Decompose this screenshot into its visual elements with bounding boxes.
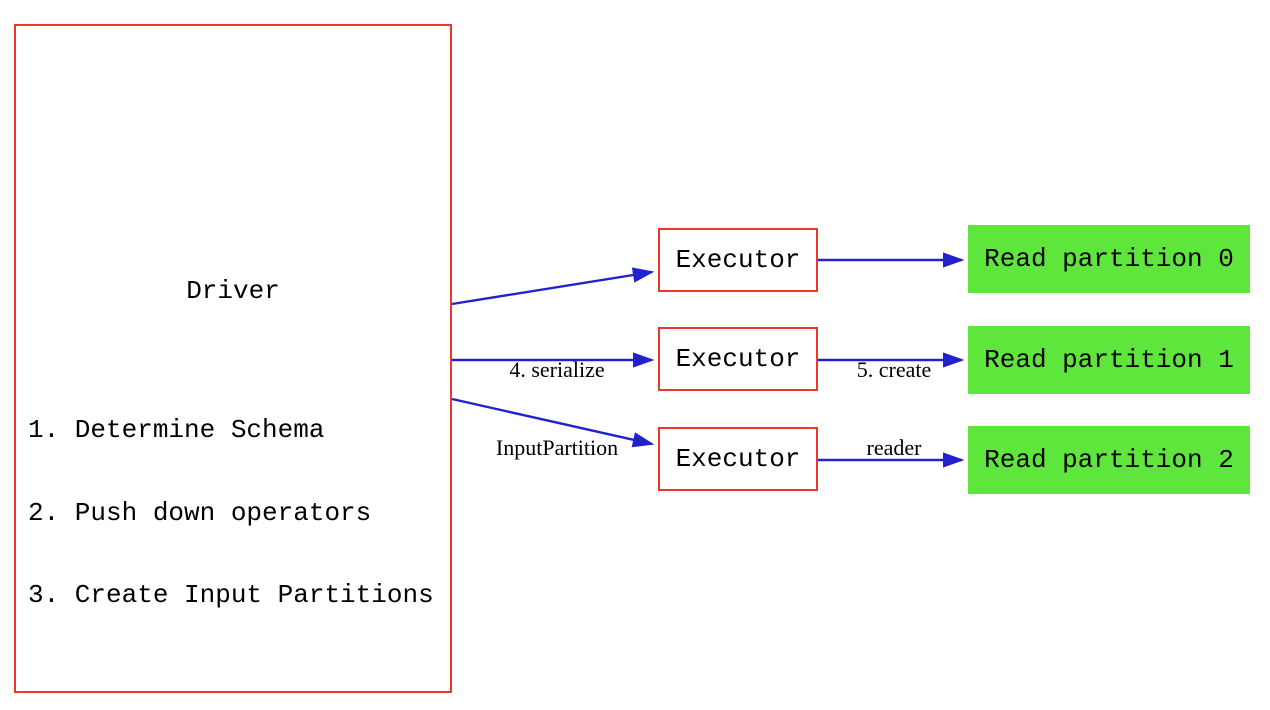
driver-steps: 1. Determine Schema 2. Push down operato… xyxy=(28,362,434,665)
edge-label-reader-line1: 5. create xyxy=(856,357,932,382)
driver-step-2: 2. Push down operators xyxy=(28,497,372,528)
executor-label: Executor xyxy=(675,444,801,474)
edge-label-serialize-line1: 4. serialize xyxy=(509,357,605,382)
read-partition-label: Read partition 1 xyxy=(984,345,1234,375)
driver-title: Driver xyxy=(186,276,280,306)
executor-label: Executor xyxy=(675,344,801,374)
executor-box-1: Executor xyxy=(658,327,818,391)
read-partition-label: Read partition 0 xyxy=(984,244,1234,274)
executor-box-2: Executor xyxy=(658,427,818,491)
read-partition-box-1: Read partition 1 xyxy=(968,326,1250,394)
edge-label-reader-line2: reader xyxy=(866,435,922,460)
read-partition-box-2: Read partition 2 xyxy=(968,426,1250,494)
arrow-driver-to-executor-0 xyxy=(451,267,655,306)
read-partition-box-0: Read partition 0 xyxy=(968,225,1250,293)
driver-step-1: 1. Determine Schema xyxy=(28,415,325,445)
edge-label-serialize-input-partition: 4. serialize InputPartition xyxy=(437,305,677,513)
read-partition-label: Read partition 2 xyxy=(984,445,1234,475)
driver-box: Driver 1. Determine Schema 2. Push down … xyxy=(14,24,452,693)
driver-step-3: 3. Create Input Partitions xyxy=(28,580,434,610)
executor-box-0: Executor xyxy=(658,228,818,292)
edge-label-create-reader: 5. create reader xyxy=(774,305,1014,513)
edge-label-serialize-line2: InputPartition xyxy=(495,435,619,460)
executor-label: Executor xyxy=(675,245,801,275)
